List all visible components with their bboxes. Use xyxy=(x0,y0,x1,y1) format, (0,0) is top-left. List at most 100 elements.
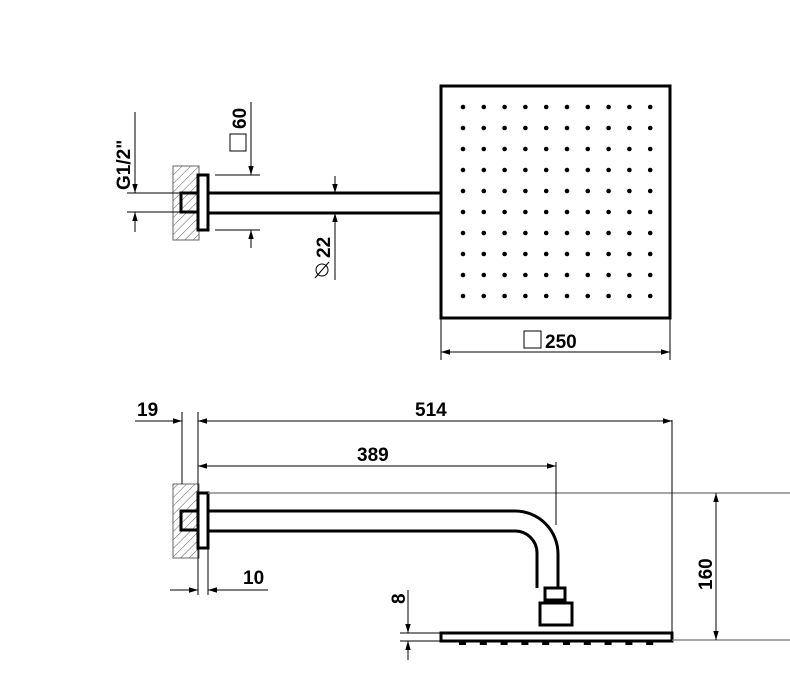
nozzle-dot xyxy=(481,272,487,278)
head-size-label: 250 xyxy=(545,332,577,353)
nozzle-dot xyxy=(543,188,549,194)
head-thickness-label: 8 xyxy=(389,593,410,604)
nozzle-dot xyxy=(627,167,632,173)
nozzle-dot xyxy=(647,125,653,131)
nozzle-dot xyxy=(564,146,570,152)
nozzle-dot xyxy=(647,293,653,299)
nozzle-dot xyxy=(627,251,632,257)
wall-flange xyxy=(196,173,210,232)
nozzle-dot xyxy=(543,209,549,215)
nozzle-dot xyxy=(647,104,653,110)
thread-size-label: G1/2" xyxy=(114,140,135,190)
nozzle-dot xyxy=(502,125,507,131)
nozzle-dot xyxy=(543,230,549,236)
nozzle-dot xyxy=(564,272,570,278)
nozzle-dot xyxy=(585,167,591,173)
nozzle-dot xyxy=(627,188,632,194)
nozzle-tip xyxy=(459,642,466,645)
nozzle-dot xyxy=(523,125,528,131)
nozzle-dot xyxy=(502,272,507,278)
nozzle-dot xyxy=(585,209,591,215)
nozzle-dot xyxy=(523,272,528,278)
nozzle-dot xyxy=(647,209,653,215)
nozzle-dot xyxy=(585,104,591,110)
nozzle-dot xyxy=(460,230,466,236)
arm-outer-edge xyxy=(208,509,560,588)
nozzle-dot xyxy=(481,167,487,173)
arm-length-label: 389 xyxy=(357,445,389,466)
nozzle-dot xyxy=(481,125,487,131)
nozzle-dot xyxy=(647,167,653,173)
nozzle-dot xyxy=(460,146,466,152)
nozzle-dot xyxy=(585,230,591,236)
nozzle-dot xyxy=(585,146,591,152)
nozzle-dot xyxy=(564,125,570,131)
nozzle-tip xyxy=(583,642,591,645)
nozzle-tip xyxy=(542,642,550,645)
nozzle-dot xyxy=(460,272,466,278)
nozzle-dot xyxy=(523,146,528,152)
wall-offset-label: 19 xyxy=(137,400,158,421)
nozzle-dot xyxy=(606,293,611,299)
flange-size-label: 60 xyxy=(230,108,251,129)
diameter-symbol xyxy=(315,263,329,277)
nozzle-dot xyxy=(523,188,528,194)
square-symbol xyxy=(229,133,247,152)
nozzle-dot xyxy=(460,125,466,131)
arm-inner-edge xyxy=(208,529,539,588)
nozzle-dot xyxy=(523,104,528,110)
nozzle-dot xyxy=(481,251,487,257)
height-label: 160 xyxy=(696,558,717,590)
nozzle-dot xyxy=(564,293,570,299)
nozzle-dot xyxy=(606,167,611,173)
nozzle-tip xyxy=(521,642,529,645)
nozzle-dot xyxy=(543,125,549,131)
nozzle-row xyxy=(459,642,654,645)
square-symbol xyxy=(523,330,542,349)
nozzle-dot xyxy=(564,188,570,194)
nozzle-dot xyxy=(523,230,528,236)
nozzle-dot xyxy=(460,251,466,257)
nozzle-tip xyxy=(479,642,487,645)
nozzle-dot xyxy=(585,188,591,194)
wall-section xyxy=(172,165,200,241)
nozzle-dot xyxy=(606,209,611,215)
nozzle-dot xyxy=(543,272,549,278)
nozzle-dot xyxy=(606,251,611,257)
nozzle-dot xyxy=(523,167,528,173)
nozzle-dot xyxy=(647,188,653,194)
nozzle-dot xyxy=(543,146,549,152)
nozzle-dot xyxy=(606,125,611,131)
nozzle-dot xyxy=(460,104,466,110)
nozzle-dot xyxy=(543,104,549,110)
nozzle-dot xyxy=(543,251,549,257)
nozzle-tip xyxy=(604,642,612,645)
nozzle-dot xyxy=(523,293,528,299)
nozzle-dot xyxy=(627,293,632,299)
nozzle-dot xyxy=(502,293,507,299)
nozzle-dot xyxy=(627,125,632,131)
nozzle-grid xyxy=(460,104,653,299)
nozzle-dot xyxy=(502,251,507,257)
nozzle-dot xyxy=(647,251,653,257)
nozzle-dot xyxy=(585,125,591,131)
swivel-joint xyxy=(543,586,567,602)
top-view: G1/2" 60 22 250 xyxy=(114,84,672,360)
nozzle-dot xyxy=(481,209,487,215)
nozzle-dot xyxy=(627,104,632,110)
shower-head-square xyxy=(439,84,672,320)
nozzle-dot xyxy=(585,251,591,257)
nozzle-dot xyxy=(502,188,507,194)
nozzle-dot xyxy=(564,167,570,173)
nozzle-dot xyxy=(585,272,591,278)
nozzle-dot xyxy=(543,167,549,173)
nozzle-dot xyxy=(460,209,466,215)
wall-flange xyxy=(196,491,210,550)
nozzle-dot xyxy=(502,230,507,236)
nozzle-tip xyxy=(500,642,508,645)
nozzle-tip xyxy=(625,642,633,645)
nozzle-tip xyxy=(646,642,654,645)
nozzle-dot xyxy=(627,209,632,215)
